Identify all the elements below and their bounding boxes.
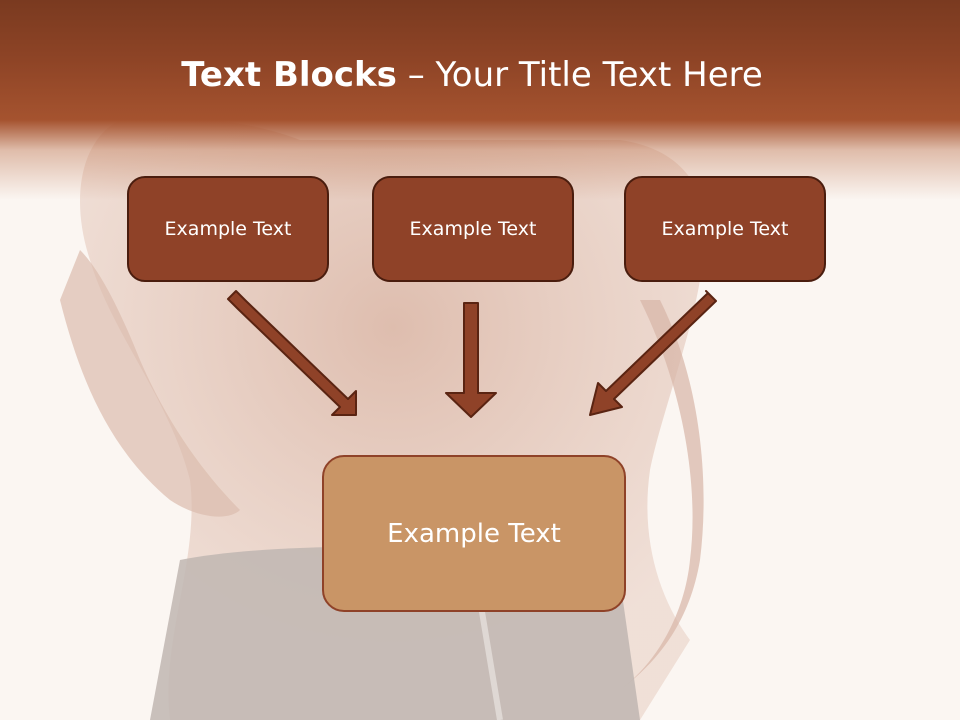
arrow-down-right-icon [227,290,357,416]
text-block-2-label: Example Text [409,218,537,240]
text-block-3[interactable]: Example Text [624,176,826,282]
text-block-2[interactable]: Example Text [372,176,574,282]
text-block-1[interactable]: Example Text [127,176,329,282]
arrow-down-icon [445,302,497,418]
text-block-3-label: Example Text [661,218,789,240]
title-bar [0,0,960,200]
arrow-down-left-icon [589,290,717,416]
title-rest: Your Title Text Here [435,55,763,95]
title-bold-part: Text Blocks [181,55,397,95]
text-block-1-label: Example Text [164,218,292,240]
title-dash: – [396,55,436,95]
slide-title: Text Blocks – Your Title Text Here [0,52,944,98]
result-block[interactable]: Example Text [322,455,626,612]
result-block-label: Example Text [387,518,561,549]
